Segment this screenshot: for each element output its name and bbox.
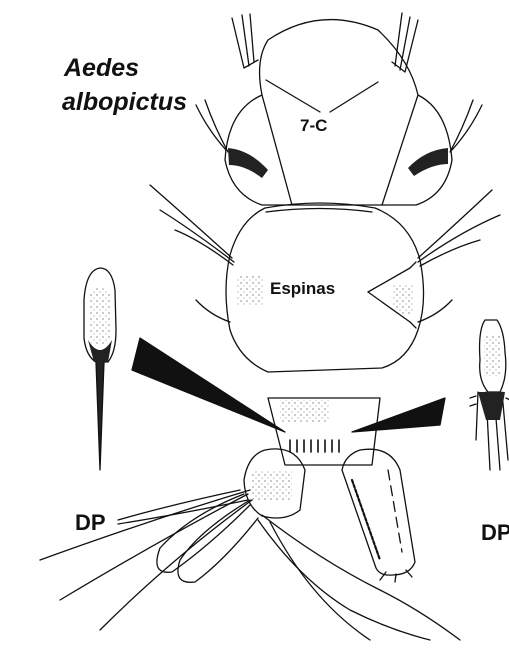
label-espinas: Espinas [270,280,335,297]
label-dp-right: DP [481,522,509,544]
arrow-to-comb-left [132,338,285,432]
species-name-genus: Aedes [64,56,139,81]
arrow-to-comb-right [352,398,445,432]
pecten-tooth-detail-right [470,320,509,470]
label-7c: 7-C [300,117,327,134]
abdominal-segment-7 [196,13,482,205]
comb-scales [290,440,339,452]
label-dp-left: DP [75,512,106,534]
7c-pointer-left [266,80,320,112]
dp-left-pointer [118,490,248,524]
comb-scale-detail-left [84,268,116,470]
7c-pointer-right [330,82,378,112]
species-name-epithet: albopictus [62,90,187,115]
